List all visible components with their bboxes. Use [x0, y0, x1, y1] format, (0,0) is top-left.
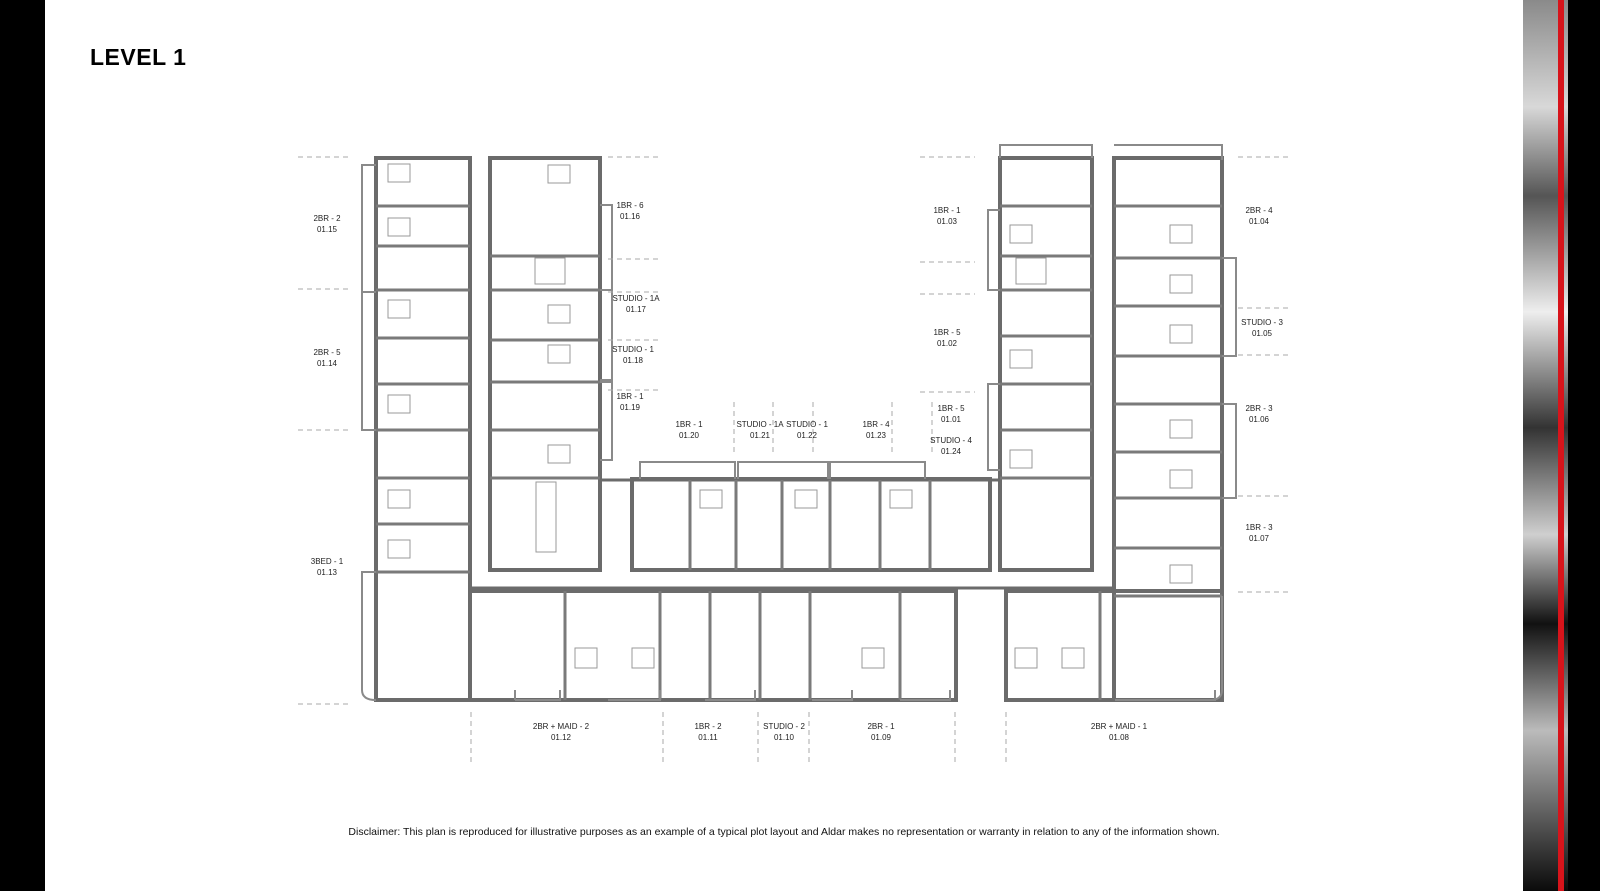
right-wing-outline: [1112, 156, 1224, 702]
left-inner-wing-outline: [488, 156, 602, 572]
document-page: [45, 0, 1523, 891]
bottom-band-outline: [468, 589, 958, 702]
right-inner-wing-outline: [998, 156, 1094, 572]
middle-band-outline: [630, 477, 992, 572]
disclaimer-text: Disclaimer: This plan is reproduced for …: [348, 826, 1220, 838]
red-accent-bar: [1558, 0, 1564, 891]
page-title: LEVEL 1: [90, 44, 187, 70]
